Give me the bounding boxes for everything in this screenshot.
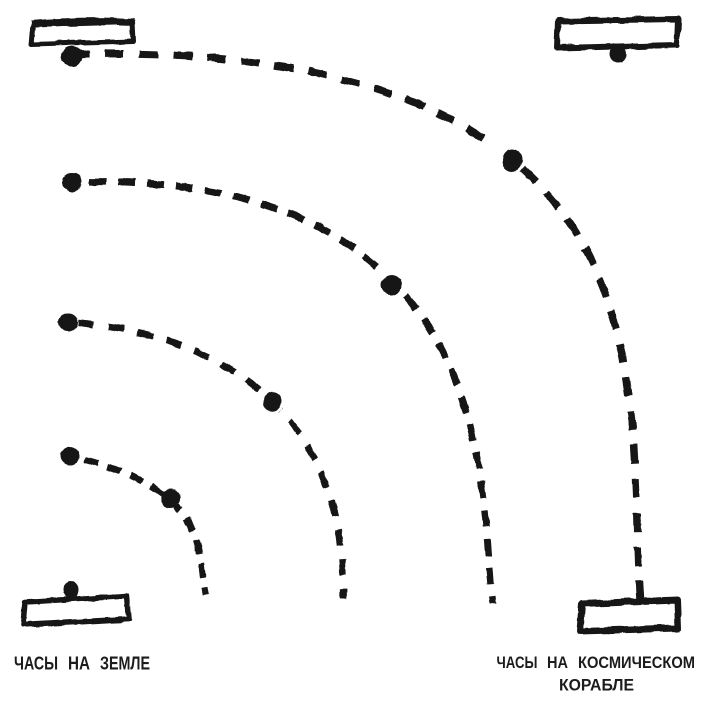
svg-text:ЧАСЫ: ЧАСЫ: [14, 653, 58, 674]
svg-text:НА: НА: [547, 653, 568, 672]
svg-text:ЧАСЫ: ЧАСЫ: [497, 653, 538, 672]
svg-text:ЗЕМЛЕ: ЗЕМЛЕ: [100, 653, 150, 674]
svg-text:КОРАБЛЕ: КОРАБЛЕ: [559, 676, 634, 695]
svg-text:НА: НА: [68, 653, 90, 674]
svg-text:КОСМИЧЕСКОМ: КОСМИЧЕСКОМ: [578, 653, 695, 672]
